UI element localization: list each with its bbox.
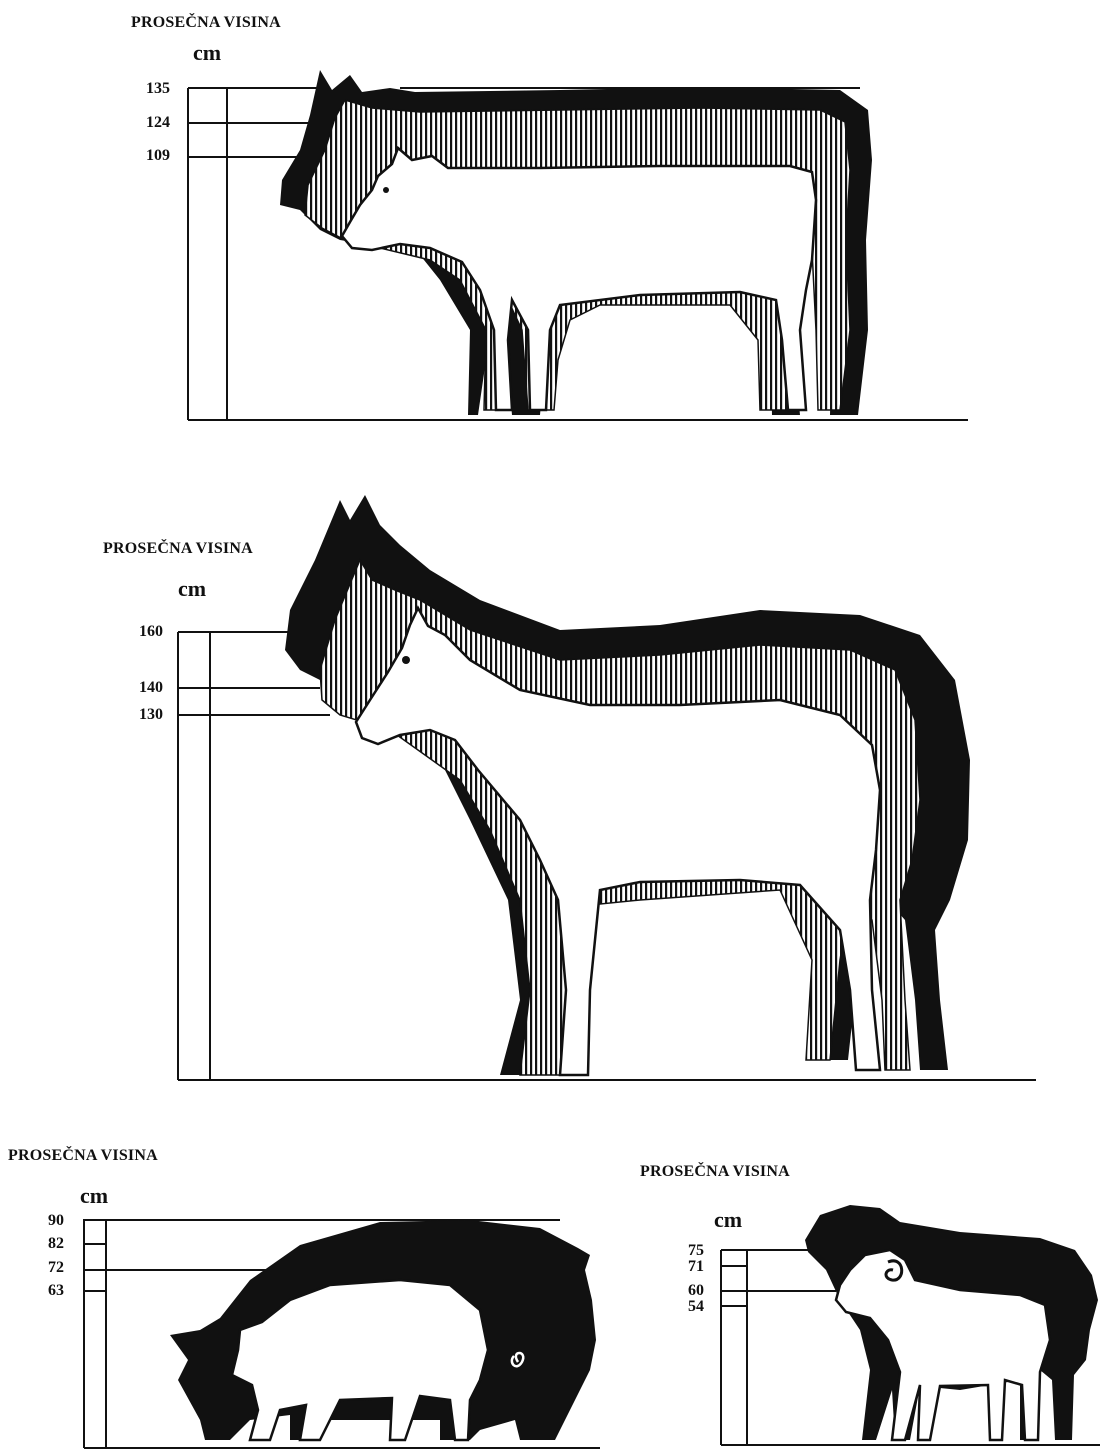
cattle-panel [188, 70, 968, 420]
pig-panel-title: PROSEČNA VISINA [8, 1147, 158, 1165]
cattle-tick-label: 124 [130, 114, 170, 132]
cattle-eye-icon [383, 187, 389, 193]
sheep-unit-label: cm [714, 1207, 742, 1233]
horse-tick-label: 130 [120, 706, 163, 724]
horse-eye-icon [402, 656, 410, 664]
pig-unit-label: cm [80, 1183, 108, 1209]
sheep-panel-title: PROSEČNA VISINA [640, 1163, 790, 1181]
horse-unit-label: cm [178, 576, 206, 602]
horse-panel [178, 495, 1036, 1080]
pig-panel [84, 1219, 600, 1448]
sheep-tick-label: 71 [670, 1258, 704, 1276]
cattle-unit-label: cm [193, 40, 221, 66]
horse-panel-title: PROSEČNA VISINA [103, 540, 253, 558]
cattle-panel-title: PROSEČNA VISINA [131, 14, 281, 32]
sheep-tick-label: 54 [670, 1298, 704, 1316]
cattle-tick-label: 109 [130, 147, 170, 165]
pig-tick-label: 72 [30, 1259, 64, 1277]
cattle-tick-label: 135 [130, 80, 170, 98]
sheep-panel [721, 1205, 1100, 1445]
pig-tick-label: 82 [30, 1235, 64, 1253]
pig-tick-label: 63 [30, 1282, 64, 1300]
horse-tick-label: 160 [120, 623, 163, 641]
cattle-short-silhouette [342, 148, 816, 410]
horse-tick-label: 140 [120, 679, 163, 697]
pig-tick-label: 90 [30, 1212, 64, 1230]
